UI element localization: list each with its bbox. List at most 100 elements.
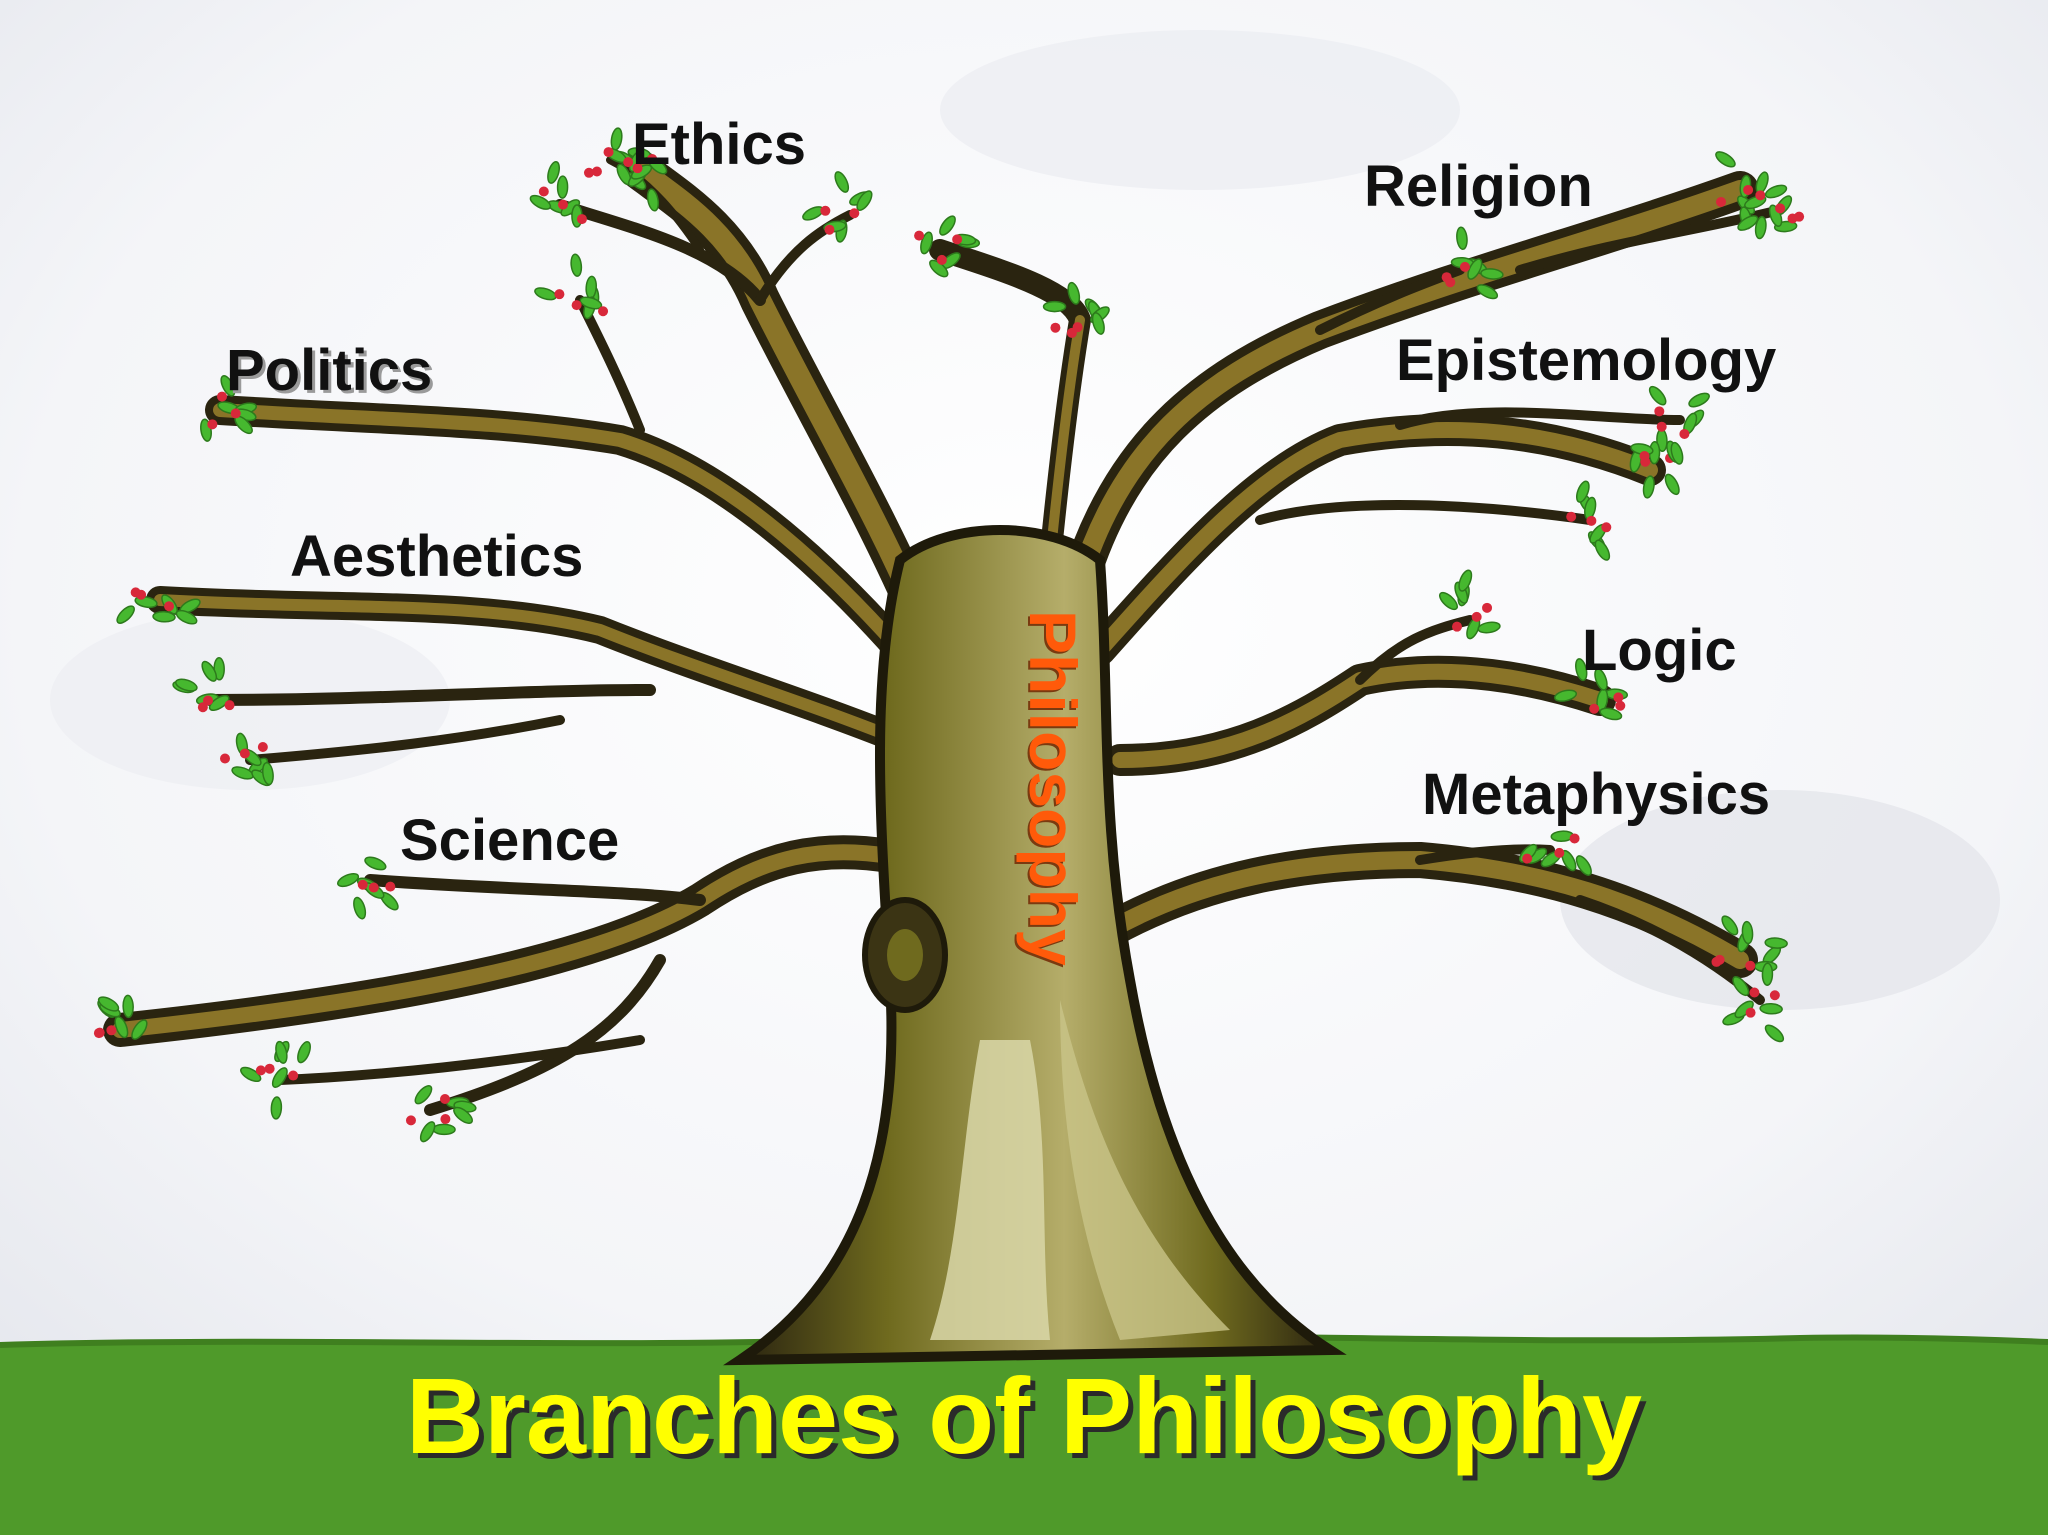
blossom bbox=[1615, 700, 1626, 711]
blossom bbox=[936, 254, 947, 265]
leaf bbox=[1067, 281, 1081, 305]
blossom bbox=[357, 879, 368, 890]
leaf bbox=[1688, 392, 1710, 408]
trunk-label: Philosophy bbox=[1016, 610, 1090, 966]
blossom bbox=[439, 1094, 450, 1105]
leaf bbox=[353, 896, 367, 920]
leaf bbox=[570, 253, 583, 277]
blossom bbox=[288, 1070, 299, 1081]
leaf bbox=[1715, 151, 1736, 168]
leaf bbox=[1764, 937, 1788, 949]
blossom bbox=[952, 234, 963, 245]
blossom bbox=[207, 419, 218, 430]
blossom bbox=[1589, 703, 1600, 714]
blossom bbox=[603, 147, 614, 158]
blossom bbox=[820, 205, 831, 216]
label-epistemology: Epistemology bbox=[1396, 328, 1777, 393]
blossom bbox=[591, 166, 602, 177]
leaf bbox=[271, 1067, 288, 1088]
blossom bbox=[264, 1063, 275, 1074]
blossom bbox=[1639, 450, 1650, 461]
leaf bbox=[579, 296, 603, 310]
leaf bbox=[414, 1085, 433, 1105]
label-religion: Religion bbox=[1364, 154, 1593, 219]
leaf bbox=[1456, 226, 1468, 250]
leaf bbox=[1594, 539, 1611, 561]
leaf bbox=[1042, 300, 1067, 313]
blossom bbox=[440, 1114, 451, 1125]
leaf bbox=[529, 194, 552, 210]
leaf bbox=[920, 231, 933, 255]
blossom bbox=[623, 157, 634, 168]
foliage bbox=[93, 127, 1805, 1143]
cloud bbox=[940, 30, 1460, 190]
blossom bbox=[1554, 847, 1565, 858]
blossom bbox=[576, 214, 587, 225]
blossom bbox=[1755, 190, 1766, 201]
leaf bbox=[1476, 284, 1499, 300]
blossom bbox=[1482, 602, 1493, 613]
leaf bbox=[116, 605, 135, 624]
leaf bbox=[270, 1096, 283, 1120]
leaf bbox=[131, 1019, 148, 1040]
blossom bbox=[93, 1028, 104, 1039]
blossom bbox=[1050, 322, 1061, 333]
label-science: Science bbox=[400, 808, 620, 873]
blossom bbox=[405, 1115, 416, 1126]
leaf bbox=[419, 1121, 436, 1143]
leaf bbox=[646, 188, 660, 212]
leaf bbox=[1575, 658, 1588, 682]
blossom bbox=[217, 391, 228, 402]
blossom bbox=[1743, 184, 1754, 195]
blossom bbox=[1445, 277, 1456, 288]
blossom bbox=[1794, 211, 1805, 222]
blossom bbox=[164, 601, 175, 612]
blossom bbox=[598, 306, 609, 317]
leaf bbox=[1554, 689, 1578, 702]
leaf bbox=[1754, 215, 1767, 240]
leaf bbox=[1599, 707, 1623, 721]
blossom bbox=[849, 208, 860, 219]
leaf bbox=[1480, 268, 1504, 280]
cloud bbox=[1560, 790, 2000, 1010]
blossom bbox=[1654, 406, 1665, 417]
leaf bbox=[175, 678, 198, 692]
leaf bbox=[262, 761, 274, 786]
blossom bbox=[538, 186, 549, 197]
leaf bbox=[97, 996, 120, 1012]
blossom bbox=[239, 748, 250, 759]
leaf bbox=[1594, 668, 1608, 691]
blossom bbox=[1471, 611, 1482, 622]
blossom bbox=[1459, 261, 1470, 272]
blossom bbox=[1569, 833, 1580, 844]
trunk bbox=[723, 525, 1347, 1366]
leaf bbox=[1764, 1024, 1785, 1043]
leaf bbox=[547, 161, 560, 184]
blossom bbox=[255, 1065, 266, 1076]
leaf bbox=[1737, 215, 1759, 231]
leaf bbox=[834, 171, 850, 193]
leaf bbox=[1648, 385, 1667, 406]
label-aesthetics: Aesthetics bbox=[290, 524, 584, 589]
blossom bbox=[197, 702, 208, 713]
blossom bbox=[1745, 1007, 1756, 1018]
branches bbox=[103, 150, 1785, 1116]
leaf bbox=[1091, 312, 1105, 335]
leaf bbox=[1454, 581, 1469, 604]
blossom bbox=[647, 153, 658, 164]
leaf bbox=[1664, 473, 1680, 496]
leaf bbox=[453, 1106, 473, 1124]
leaf bbox=[152, 611, 176, 623]
blossom bbox=[583, 167, 594, 178]
blossom bbox=[1775, 203, 1786, 214]
leaf bbox=[337, 872, 360, 888]
blossom bbox=[824, 224, 835, 235]
leaf bbox=[275, 1040, 288, 1064]
leaf bbox=[1741, 920, 1754, 945]
leaf bbox=[556, 175, 569, 199]
ground bbox=[0, 1335, 2048, 1535]
blossom bbox=[1749, 987, 1760, 998]
leaf bbox=[1759, 1003, 1783, 1015]
blossom bbox=[1522, 853, 1533, 864]
blossom bbox=[1745, 960, 1756, 971]
